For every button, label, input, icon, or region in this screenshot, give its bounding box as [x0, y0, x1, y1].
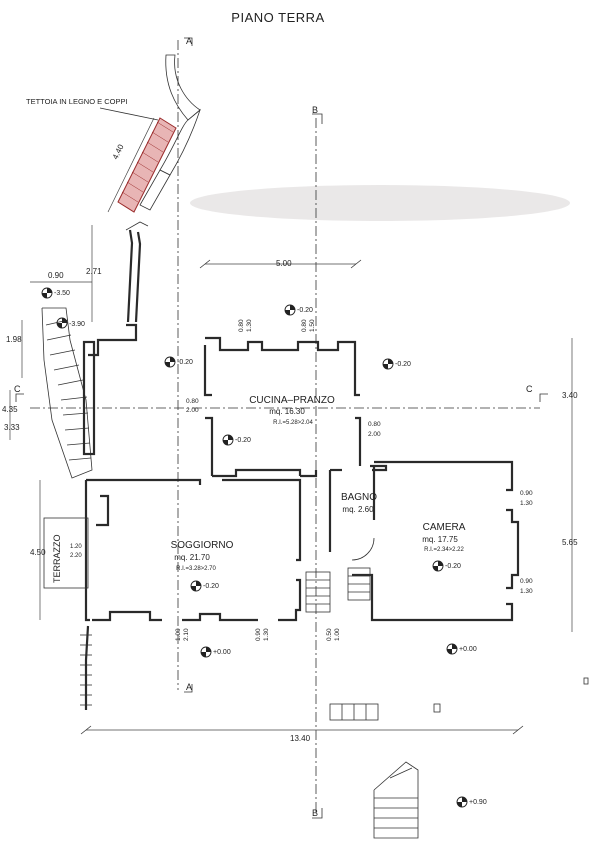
- window-dim: 1.30: [246, 319, 253, 332]
- level-marker-kitchen: -0.20: [222, 434, 251, 446]
- dim-label: 5.65: [562, 538, 578, 547]
- level-marker-bottom-right: +0.90: [456, 796, 487, 808]
- window-dim: 1.00: [175, 628, 182, 641]
- lower-stairs: [373, 761, 419, 839]
- dim-label: 3.33: [4, 423, 20, 432]
- window-dim: 2.00: [368, 431, 381, 438]
- room-labels: CUCINA–PRANZO mq. 16.30 R.I.=5.28>2.04 S…: [171, 395, 466, 572]
- window-dimensions: 0.80 1.30 0.80 1.50 0.80 2.00 0.80 2.00 …: [70, 319, 533, 641]
- section-axes: [30, 40, 540, 815]
- level-marker-south-left: +0.00: [200, 646, 231, 658]
- window-dim: 1.20: [70, 544, 82, 550]
- room-name-camera: CAMERA: [423, 522, 466, 533]
- dim-label: 13.40: [290, 734, 311, 743]
- interior-stairs: [305, 537, 375, 613]
- level-value: +0.00: [213, 649, 231, 656]
- exterior-stairs: [41, 307, 96, 479]
- level-marker-east: -0.20: [382, 358, 411, 370]
- level-marker-top-stair: -3.50: [41, 287, 70, 299]
- section-marker-b-bottom: B: [312, 808, 323, 819]
- window-dim: 1.50: [309, 319, 316, 332]
- room-name-bagno: BAGNO: [341, 492, 377, 503]
- entry-path: [125, 221, 149, 323]
- section-marker-a-top: A: [184, 36, 193, 46]
- dim-label: 5.00: [276, 259, 292, 268]
- room-label-terrazzo: TERRAZZO: [52, 535, 62, 584]
- window-dim: 2.00: [186, 407, 199, 414]
- section-marker-c-right: C: [526, 384, 548, 402]
- canopy-dimension: 4.40: [111, 142, 126, 160]
- section-marker-a-bottom: A: [184, 682, 193, 693]
- window-dim: 0.90: [520, 578, 533, 585]
- section-letter: B: [312, 808, 318, 818]
- room-ri-camera: R.I.=2.34>2.22: [424, 547, 464, 553]
- section-letter: A: [186, 682, 192, 692]
- dimension-lines-left: 2.71 0.90 1.98 4.35 3.33 4.50: [4, 225, 102, 620]
- level-value: -0.20: [177, 359, 193, 366]
- entry-steps: [329, 703, 379, 721]
- level-value: -3.90: [69, 321, 85, 328]
- window-dim: 0.50: [326, 628, 333, 641]
- room-area-soggiorno: mq. 21.70: [174, 553, 210, 562]
- terrazzo: TERRAZZO: [43, 517, 89, 589]
- window-dim: 0.80: [368, 421, 381, 428]
- level-marker-north-center: -0.20: [284, 304, 313, 316]
- room-name-cucina: CUCINA–PRANZO: [249, 395, 335, 406]
- stone-wall: [139, 54, 201, 211]
- window-dim: 2.10: [183, 628, 190, 641]
- dim-label: 4.50: [30, 548, 46, 557]
- window-dim: 1.30: [520, 500, 533, 507]
- room-area-camera: mq. 17.75: [422, 535, 458, 544]
- building-walls: [84, 323, 520, 622]
- dimension-lines-main: 5.00 3.40 5.65 13.40: [80, 259, 578, 743]
- level-value: -0.20: [203, 583, 219, 590]
- decorative-small-marks: [433, 677, 589, 713]
- level-marker-soggiorno: -0.20: [190, 580, 219, 592]
- room-name-soggiorno: SOGGIORNO: [171, 540, 234, 551]
- window-dim: 1.30: [263, 628, 270, 641]
- level-marker-camera: -0.20: [432, 560, 461, 572]
- window-dim: 2.20: [70, 553, 82, 559]
- level-value: -0.20: [395, 361, 411, 368]
- level-marker-south-right: +0.00: [446, 643, 477, 655]
- level-value: -3.50: [54, 290, 70, 297]
- window-dim: 1.30: [520, 588, 533, 595]
- room-ri-soggiorno: R.I.=3.28>2.70: [176, 566, 216, 572]
- section-letter: C: [526, 384, 533, 394]
- dim-label-overlap: 4.35: [2, 405, 18, 414]
- window-dim: 0.80: [238, 319, 245, 332]
- dim-label: 2.71: [86, 267, 102, 276]
- level-value: -0.20: [445, 563, 461, 570]
- window-dim: 0.80: [301, 319, 308, 332]
- window-dim: 0.80: [186, 398, 199, 405]
- section-letter: C: [14, 384, 21, 394]
- scan-smudge: [190, 185, 570, 221]
- window-dim: 1.00: [334, 628, 341, 641]
- section-marker-b-top: B: [312, 105, 323, 124]
- dim-label: 3.40: [562, 391, 578, 400]
- section-marker-c-left: C: [14, 384, 24, 402]
- section-letter: A: [186, 36, 192, 46]
- dim-label: 0.90: [48, 271, 64, 280]
- level-marker-stair-mid: -3.90: [56, 317, 85, 329]
- window-dim: 0.90: [520, 490, 533, 497]
- room-area-bagno: mq. 2.60: [342, 505, 374, 514]
- canopy: 4.40 TETTOIA IN LEGNO E COPPI: [26, 97, 177, 213]
- level-value: -0.20: [297, 307, 313, 314]
- plan-title: PIANO TERRA: [231, 10, 324, 25]
- canopy-label: TETTOIA IN LEGNO E COPPI: [26, 97, 128, 106]
- level-value: -0.20: [235, 437, 251, 444]
- room-area-cucina: mq. 16.30: [269, 407, 305, 416]
- dim-label: 1.98: [6, 335, 22, 344]
- level-value: +0.00: [459, 646, 477, 653]
- level-marker-left-mid: -0.20: [164, 356, 193, 368]
- window-dim: 0.90: [255, 628, 262, 641]
- level-value: +0.90: [469, 799, 487, 806]
- section-letter: B: [312, 105, 318, 115]
- fence-strip: [80, 625, 92, 710]
- room-ri-cucina: R.I.=5.28>2.04: [273, 420, 313, 426]
